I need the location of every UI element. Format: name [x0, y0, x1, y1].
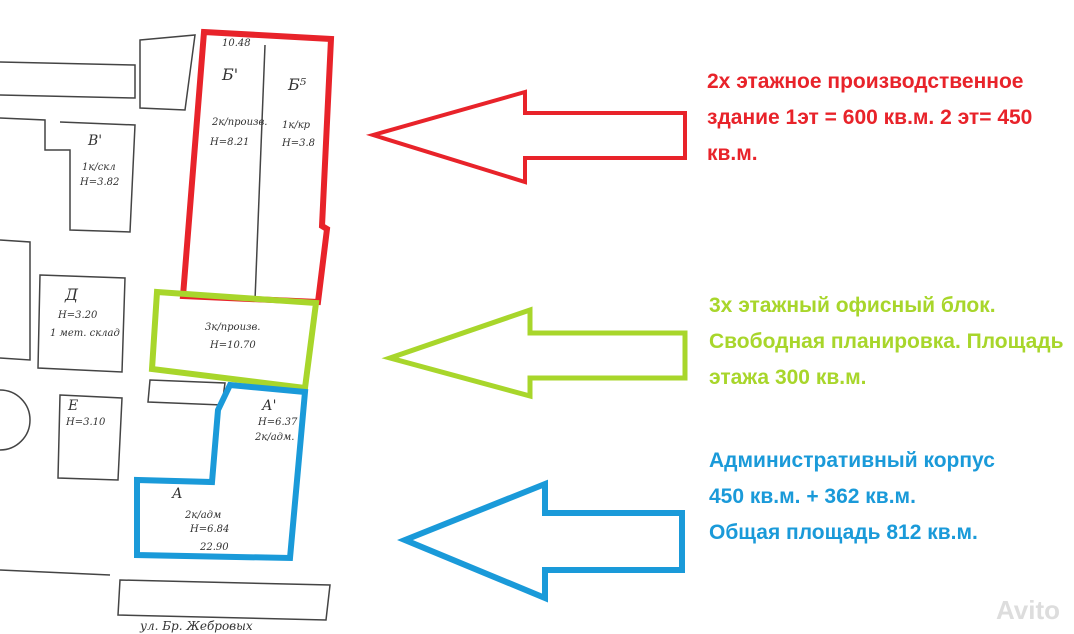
plan-label: Н=3.8 — [281, 138, 315, 149]
plan-label: А — [171, 486, 183, 502]
plan-label: 1 мет. склад — [50, 328, 120, 339]
admin-building-outline — [134, 381, 309, 562]
plan-label: В' — [87, 133, 102, 149]
plan-label: Н=3.20 — [57, 310, 98, 321]
plan-label: Н=8.21 — [209, 137, 249, 148]
plan-label: 1к/скл — [82, 162, 116, 173]
plan-label: 2к/адм. — [254, 432, 294, 443]
plan-lines — [0, 34, 331, 621]
plan-label: Б' — [221, 65, 238, 84]
office-block-note: 3х этажный офисный блок. Свободная плани… — [709, 294, 1070, 389]
avito-watermark: Avito — [995, 595, 1060, 625]
blue-arrow — [397, 479, 685, 603]
plan-label: Н=6.84 — [189, 524, 229, 535]
plan-label: 2к/произв. — [211, 117, 267, 128]
plan-label: Н=3.82 — [79, 177, 119, 188]
plan-label: Н=3.10 — [65, 417, 106, 428]
green-arrow — [381, 306, 688, 400]
plan-label: Е — [67, 398, 78, 414]
plan-label: 22.90 — [199, 542, 229, 553]
plan-label: Н=10.70 — [209, 340, 256, 351]
plan-label: Д — [64, 285, 79, 304]
office-block-outline — [148, 288, 320, 392]
plan-label: Н=6.37 — [257, 417, 298, 428]
plan-label: 2к/адм — [184, 510, 221, 521]
plan-label: ул. Бр. Жебровых — [139, 619, 253, 633]
red-arrow — [365, 89, 687, 185]
plan-label: 10.48 — [222, 38, 251, 49]
admin-building-note: Административный корпус 450 кв.м. + 362 … — [709, 449, 995, 544]
production-building-note: 2х этажное производственное здание 1эт =… — [707, 70, 1039, 165]
plan-label: А' — [261, 398, 276, 414]
plan-label: 3к/произв. — [205, 322, 260, 333]
plan-label: 1к/кр — [282, 120, 311, 131]
plan-label: Б⁵ — [287, 75, 307, 94]
